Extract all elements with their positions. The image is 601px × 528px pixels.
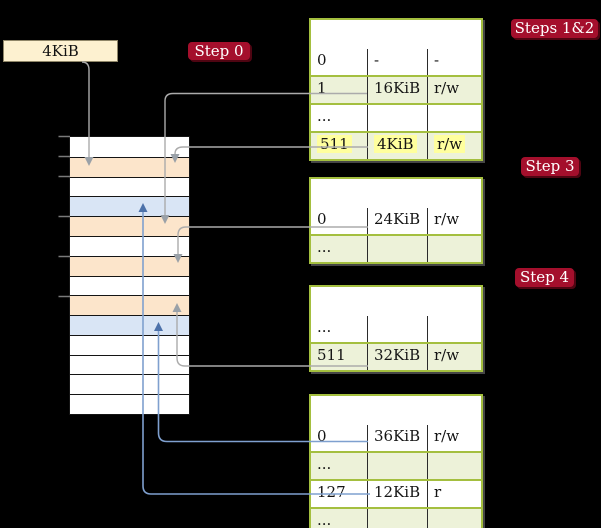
badge-step-3: Step 3 [521, 157, 579, 176]
table-cell: r [427, 481, 481, 507]
table-cell: r/w [427, 425, 481, 451]
column-header-frame: Frame [367, 287, 427, 314]
table-cell: r/w [427, 344, 481, 370]
table-cell: ... [317, 455, 332, 473]
table-cell: 511 [311, 133, 367, 159]
table-cell: ... [317, 107, 332, 125]
table-cell: 16KiB [367, 77, 427, 103]
table-cell: 127 [317, 483, 346, 501]
column-header-index: Index [317, 400, 364, 418]
column-header-flags: Flags [427, 396, 481, 423]
memory-frame-12-white [70, 374, 189, 394]
table-row: 511 4KiB r/w [311, 131, 481, 159]
column-header-frame: Frame [367, 179, 427, 206]
memory-frame-13-white [70, 394, 189, 414]
memory-frame-10-white [70, 335, 189, 355]
memory-frame-8-peach [70, 295, 189, 315]
table-cell: 0 [317, 427, 327, 445]
memory-frame-0-white [70, 137, 189, 157]
table-cell [427, 316, 481, 342]
memory-frame-6-peach [70, 256, 189, 276]
column-header-index: Index [317, 183, 364, 201]
table-row: ... [311, 507, 481, 528]
memory-frame-7-white [70, 276, 189, 295]
column-header-index: Index [317, 24, 364, 42]
column-header-frame: Frame [367, 396, 427, 423]
table-cell: 0 [317, 51, 327, 69]
table-cell: - [367, 49, 427, 75]
memory-frame-11-white [70, 355, 189, 374]
table-cell [427, 236, 481, 262]
physical-memory-strip [69, 136, 190, 415]
memory-frame-5-white [70, 236, 189, 256]
table-cell: 511 [317, 346, 346, 364]
table-cell: r/w [427, 133, 481, 159]
frame-size-label: 4KiB [42, 42, 79, 60]
table-cell [367, 105, 427, 131]
table-cell: 12KiB [367, 481, 427, 507]
column-header-index: Index [317, 291, 364, 309]
column-header-flags: Flags [427, 20, 481, 47]
table-cell [367, 316, 427, 342]
badge-steps-1-2: Steps 1&2 [511, 19, 598, 38]
table-cell: 0 [317, 210, 327, 228]
table-row: ... [311, 234, 481, 262]
table-cell: r/w [427, 77, 481, 103]
memory-frame-3-blue [70, 196, 189, 216]
table-cell [367, 236, 427, 262]
table-cell [367, 453, 427, 479]
badge-step-4: Step 4 [515, 268, 574, 287]
table-cell: 36KiB [367, 425, 427, 451]
table-cell: ... [317, 511, 332, 528]
table-row: ... [311, 451, 481, 479]
memory-frame-2-white [70, 177, 189, 196]
table-cell: 32KiB [367, 344, 427, 370]
highlighted-value: 511 [317, 135, 352, 153]
table-cell: ... [317, 238, 332, 256]
memory-frame-4-peach [70, 216, 189, 236]
column-header-frame: Frame [367, 20, 427, 47]
table-cell [427, 453, 481, 479]
table-cell: 1 [317, 79, 327, 97]
table-cell: ... [317, 318, 332, 336]
table-cell: 24KiB [367, 208, 427, 234]
table-row: ... [311, 314, 481, 342]
table-cell: 4KiB [367, 133, 427, 159]
table-cell: r/w [427, 208, 481, 234]
highlighted-value: r/w [434, 135, 466, 153]
table-row: ... [311, 103, 481, 131]
highlighted-value: 4KiB [374, 135, 417, 153]
column-header-flags: Flags [427, 287, 481, 314]
table-cell [427, 105, 481, 131]
table-row: 0 -- [311, 47, 481, 75]
memory-frame-9-blue [70, 315, 189, 335]
frame-size-box: 4KiB [3, 40, 118, 62]
table-cell [427, 509, 481, 528]
badge-step-0: Step 0 [188, 42, 250, 60]
column-header-flags: Flags [427, 179, 481, 206]
table-cell: - [427, 49, 481, 75]
table-cell [367, 509, 427, 528]
memory-frame-1-peach [70, 157, 189, 177]
